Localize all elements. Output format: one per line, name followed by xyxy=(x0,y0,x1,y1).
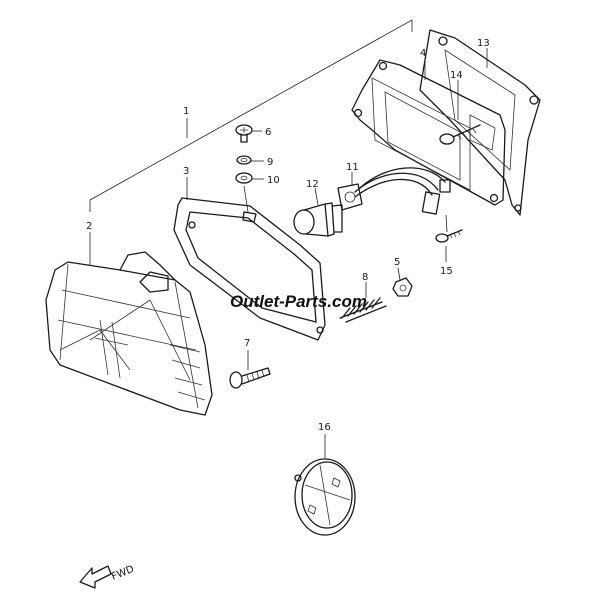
bulb xyxy=(293,202,343,237)
callout-7: 7 xyxy=(244,338,250,349)
screw-15 xyxy=(435,229,463,243)
fwd-label: FWD xyxy=(110,564,136,583)
leader-12 xyxy=(314,187,319,206)
wiring-harness xyxy=(337,167,451,215)
reflector xyxy=(294,458,356,536)
callout-13: 13 xyxy=(477,38,490,49)
callout-4: 4 xyxy=(420,48,426,59)
mounting-bracket xyxy=(419,29,541,216)
callout-3: 3 xyxy=(183,166,189,177)
callout-6: 6 xyxy=(265,127,271,138)
spring xyxy=(339,297,387,323)
callout-14: 14 xyxy=(450,70,463,81)
callout-15: 15 xyxy=(440,266,453,277)
screw-6 xyxy=(235,124,253,143)
callout-10: 10 xyxy=(267,175,280,186)
leader-15-to-housing xyxy=(445,214,448,233)
headlight-rim xyxy=(173,197,326,341)
screw-14 xyxy=(439,124,481,145)
callout-16: 16 xyxy=(318,422,331,433)
callout-8: 8 xyxy=(362,272,368,283)
assembly-bracket-line xyxy=(89,19,413,212)
callout-2: 2 xyxy=(86,221,92,232)
forward-arrow-icon xyxy=(79,565,112,589)
watermark-text: Outlet-Parts.com xyxy=(230,292,367,311)
washer-9 xyxy=(236,155,252,165)
callout-9: 9 xyxy=(267,157,273,168)
nut xyxy=(392,277,413,297)
headlight-lens xyxy=(45,251,213,416)
callout-11: 11 xyxy=(346,162,359,173)
headlight-housing xyxy=(351,59,506,206)
leader-5 xyxy=(397,267,401,281)
screw-7 xyxy=(229,367,271,389)
callout-12: 12 xyxy=(306,179,319,190)
washer-10 xyxy=(235,172,253,184)
callout-1: 1 xyxy=(183,106,189,117)
callout-5: 5 xyxy=(394,257,400,268)
leader-6-to-rim xyxy=(243,185,249,213)
